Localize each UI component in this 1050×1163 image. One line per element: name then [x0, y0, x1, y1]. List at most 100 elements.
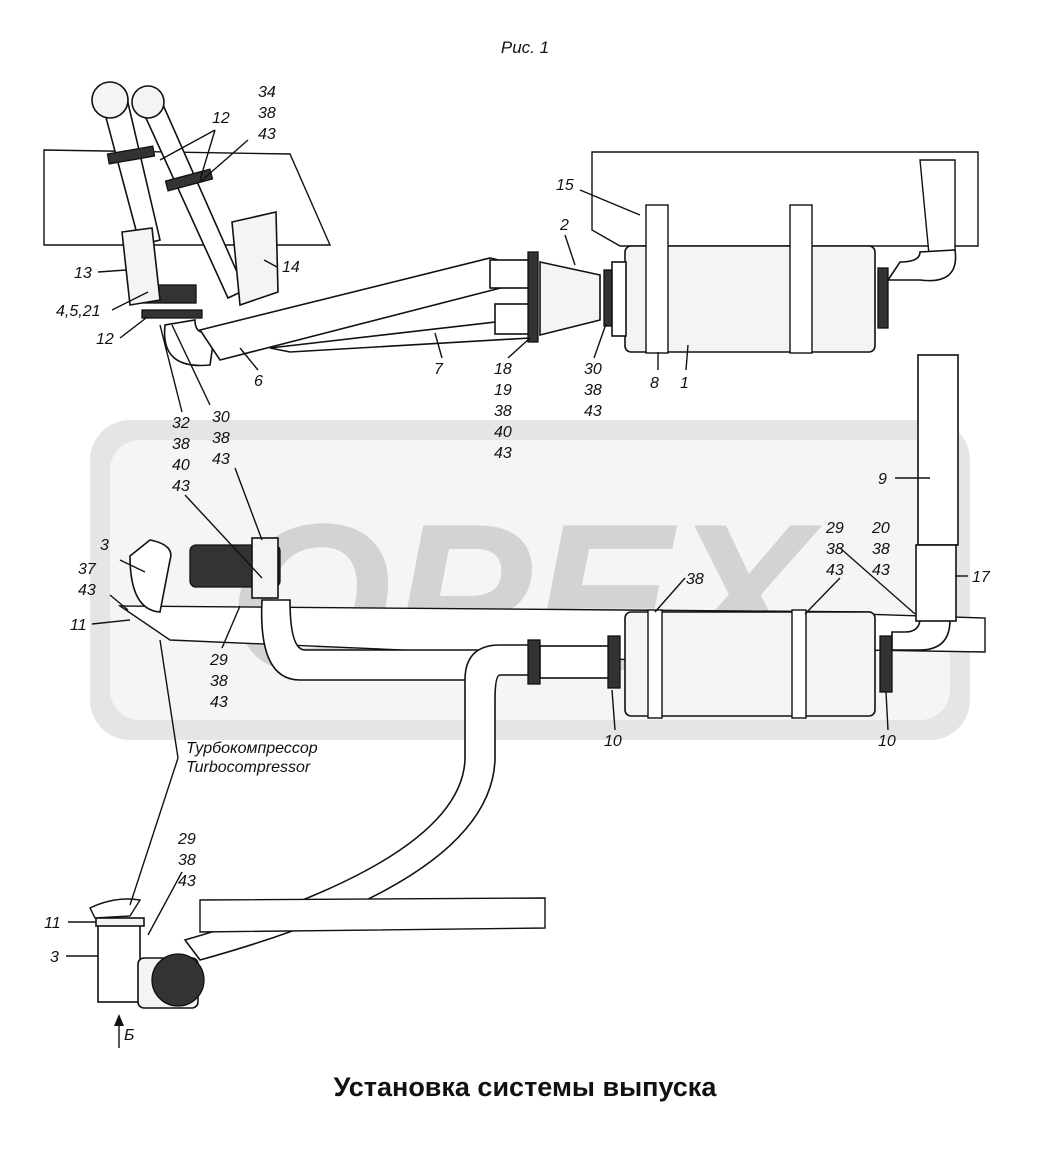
pipe-6-end [489, 259, 535, 289]
turbo-mount [89, 898, 142, 919]
strap-8b [789, 204, 813, 354]
label-20: 20 [871, 520, 890, 537]
leader-turbo-b [129, 757, 179, 906]
label-43: 43 [178, 873, 196, 890]
muffler-1-inlet [611, 261, 627, 337]
label-43: 43 [258, 126, 276, 143]
leader-34 [199, 139, 249, 183]
leader-29a-b [839, 547, 916, 615]
elbow-rear-upper [886, 249, 957, 282]
label-32: 32 [172, 415, 190, 432]
label-38: 38 [172, 436, 190, 453]
strap-lower-a [647, 609, 663, 719]
frame-rail-bottom [199, 897, 546, 933]
bracket-13 [121, 227, 161, 306]
leader-15 [579, 189, 641, 216]
manifold-flange-left [91, 81, 129, 119]
adapter-2 [539, 261, 601, 337]
drawing-title: Установка системы выпуска [333, 1072, 717, 1102]
label-43: 43 [584, 403, 602, 420]
leader-30b-lower [184, 494, 263, 579]
label-11: 11 [44, 915, 61, 932]
label-30: 30 [212, 409, 230, 426]
bracket-rear [919, 159, 956, 266]
label-12: 12 [96, 331, 114, 348]
leader-10b [885, 691, 889, 731]
leader-2 [564, 234, 576, 266]
leader-11a [91, 619, 131, 625]
label-1: 1 [680, 375, 689, 392]
strap-lower-b [791, 609, 807, 719]
leader-29c [147, 871, 183, 936]
leader-43e-lower [234, 467, 263, 541]
label-15: 15 [556, 177, 574, 194]
label-38: 38 [210, 673, 228, 690]
label-4-5-21: 4,5,21 [56, 303, 100, 320]
label-43: 43 [78, 582, 96, 599]
label-6: 6 [254, 373, 263, 390]
label-38: 38 [494, 403, 512, 420]
label-2: 2 [559, 217, 569, 234]
leader-7 [434, 332, 443, 359]
clamp-12b [141, 309, 203, 319]
leader-14 [263, 259, 278, 268]
manifold-flange-right [131, 85, 165, 119]
leader-30 [171, 324, 211, 406]
label-13: 13 [74, 265, 92, 282]
label-38: 38 [212, 430, 230, 447]
label-34: 34 [258, 84, 276, 101]
label-3: 3 [100, 537, 109, 554]
leader-10a [611, 689, 616, 731]
leader-37 [109, 594, 129, 611]
turbo-outlet [151, 953, 205, 1007]
clamp-12a [106, 145, 156, 165]
leader-13 [97, 269, 127, 273]
label-9: 9 [878, 471, 887, 488]
label-8: 8 [650, 375, 659, 392]
label-40: 40 [172, 457, 190, 474]
bracket-14 [231, 211, 279, 307]
clamp-18 [527, 251, 539, 343]
label-7: 7 [434, 361, 444, 378]
strap-8 [645, 204, 669, 354]
leader-29a [804, 577, 841, 615]
label-10: 10 [878, 733, 896, 750]
label-3: 3 [50, 949, 59, 966]
label-29: 29 [825, 520, 844, 537]
leader-32 [159, 324, 183, 413]
leader-30a [593, 323, 607, 359]
flange-11 [95, 917, 145, 927]
label-38: 38 [872, 541, 890, 558]
figure-label: Рис. 1 [500, 38, 550, 57]
leader-12a [159, 129, 216, 161]
tailpipe-17 [915, 544, 957, 622]
leader-6 [239, 347, 259, 371]
pipe-lower-main [260, 599, 481, 681]
callout-labels: 34 38 43 12 15 2 13 14 4,5,21 12 6 7 18 … [44, 84, 991, 1044]
label-43: 43 [210, 694, 228, 711]
pipe-to-muffler [539, 645, 611, 679]
tailpipe-9 [917, 354, 959, 546]
flange-30b [251, 537, 279, 599]
label-19: 19 [494, 382, 512, 399]
label-38: 38 [584, 382, 602, 399]
label-40: 40 [494, 424, 512, 441]
clamp-lower-mid [527, 639, 541, 685]
label-43: 43 [212, 451, 230, 468]
lower-view [89, 537, 986, 1048]
turbo-label-en: Turbocompressor [186, 759, 311, 776]
label-43: 43 [826, 562, 844, 579]
label-29: 29 [209, 652, 228, 669]
muffler-lower [624, 611, 876, 717]
leader-29b [221, 605, 241, 649]
leader-lines [66, 129, 968, 957]
muffler-1-outlet-flange [877, 267, 889, 329]
leader-1 [685, 344, 689, 371]
label-12: 12 [212, 110, 230, 127]
elbow-pipe [163, 319, 216, 367]
label-14: 14 [282, 259, 300, 276]
label-38: 38 [258, 105, 276, 122]
leader-38h [654, 577, 686, 613]
flange-10b [879, 635, 893, 693]
